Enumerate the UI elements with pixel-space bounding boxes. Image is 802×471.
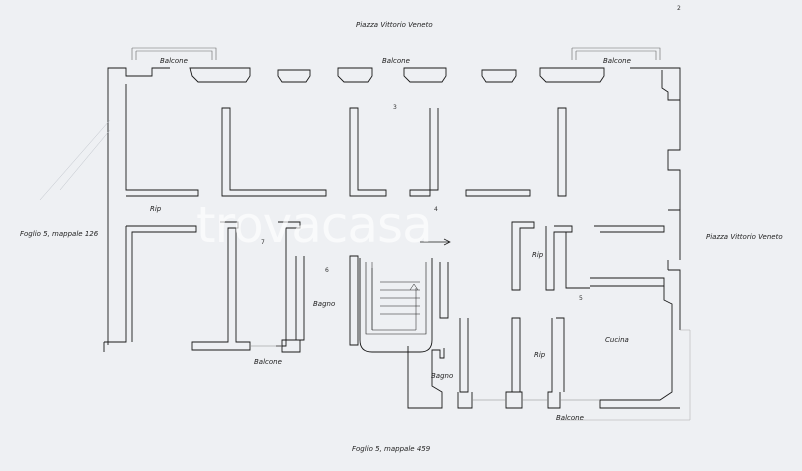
unit-number: 4	[434, 206, 438, 213]
room-label-balcone: Balcone	[254, 358, 282, 366]
unit-number: 3	[393, 104, 397, 111]
room-label-cucina: Cucina	[605, 336, 629, 344]
foglio-label-bottom: Foglio 5, mappale 459	[352, 445, 431, 453]
unit-number: 7	[261, 239, 265, 246]
room-label-balcone: Balcone	[556, 414, 584, 422]
room-label-balcone: Balcone	[382, 57, 410, 65]
unit-number: 5	[579, 295, 583, 302]
room-label-rip: Rip	[534, 351, 546, 359]
room-label-bagno: Bagno	[431, 372, 454, 380]
room-label-balcone: Balcone	[160, 57, 188, 65]
room-label-bagno: Bagno	[313, 300, 336, 308]
page-number: 2	[677, 5, 681, 12]
room-label-rip: Rip	[532, 251, 544, 259]
unit-number: 6	[325, 267, 329, 274]
street-label-right: Piazza Vittorio Veneto	[706, 233, 783, 241]
watermark-logo: trovacasa	[196, 196, 433, 254]
room-label-balcone: Balcone	[603, 57, 631, 65]
street-label-top: Piazza Vittorio Veneto	[356, 21, 433, 29]
foglio-label-left: Foglio 5, mappale 126	[20, 230, 99, 238]
room-label-rip: Rip	[150, 205, 162, 213]
